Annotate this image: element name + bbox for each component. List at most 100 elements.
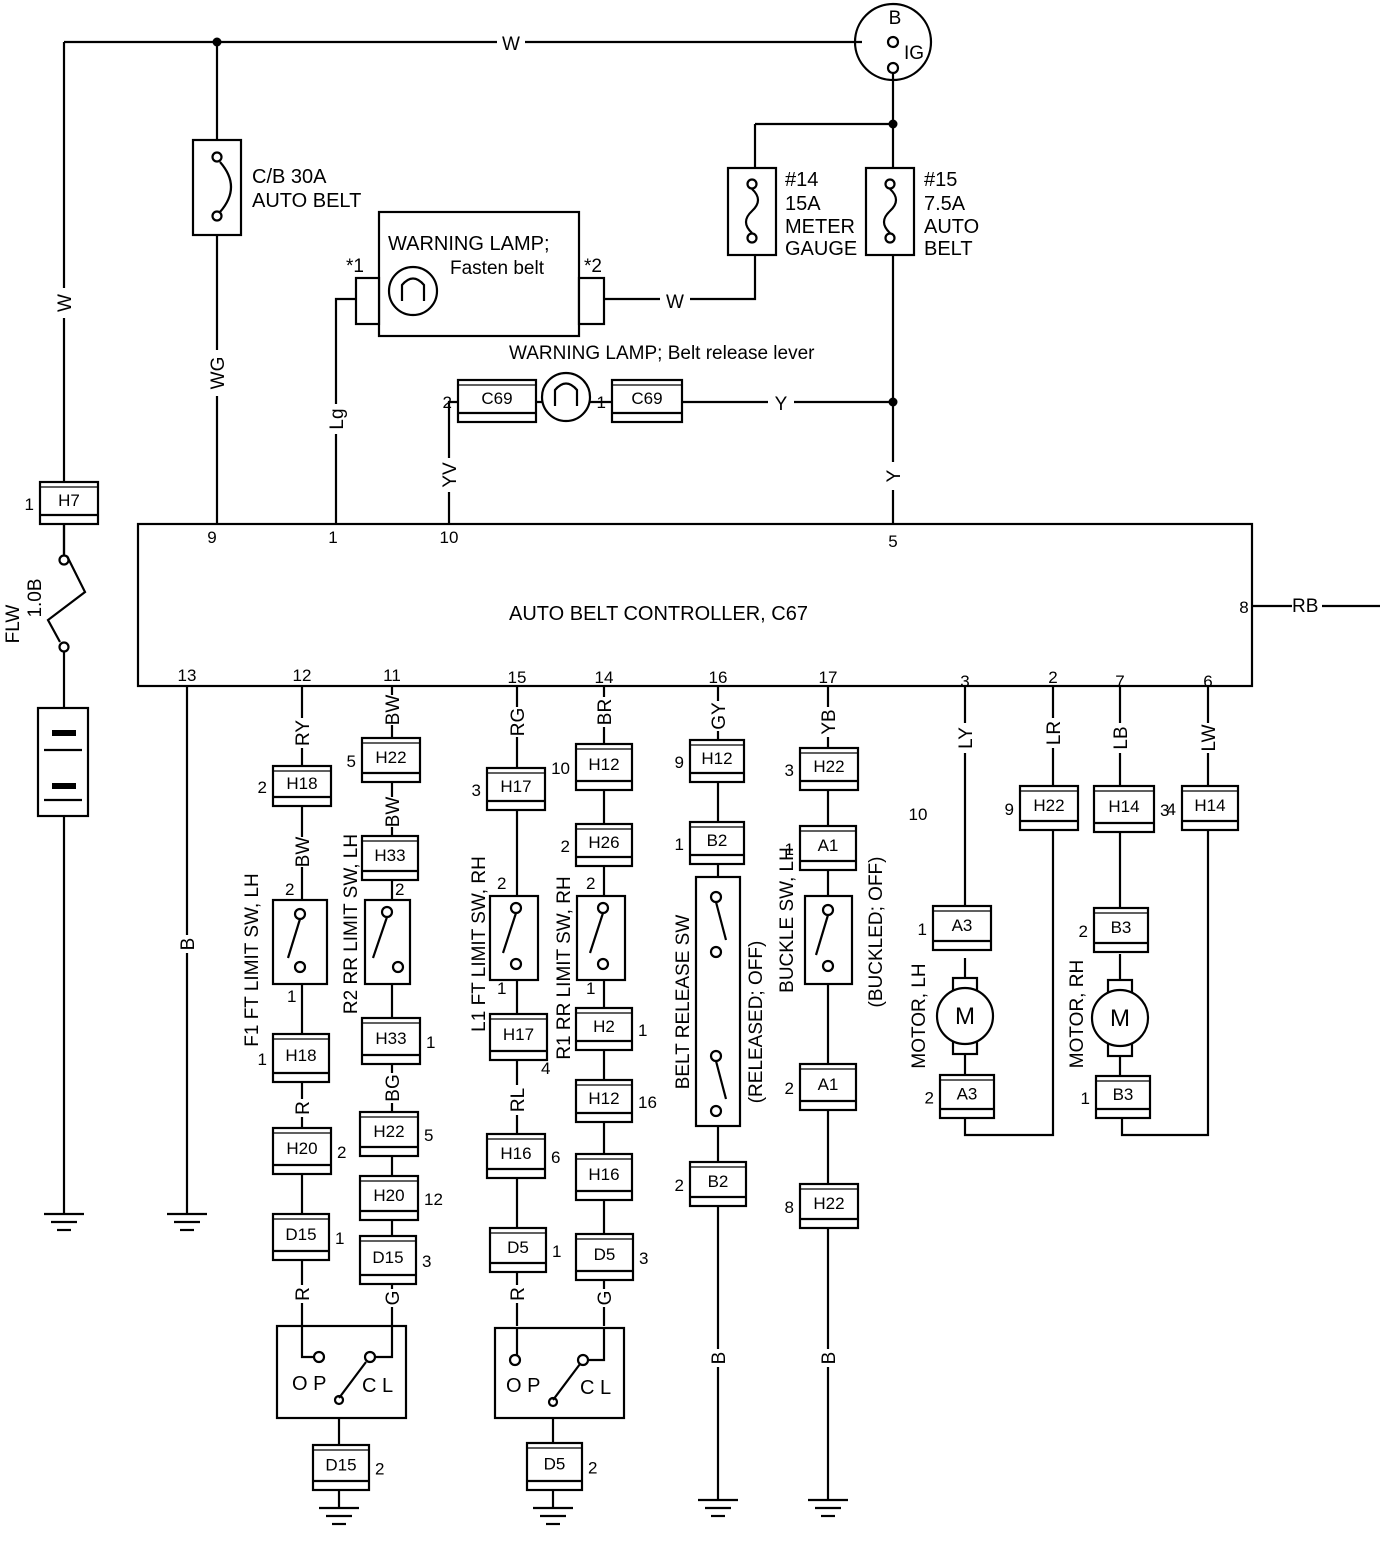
connector-id-label: H22 [813,757,844,776]
wire-label: W [502,34,520,55]
wire-label: YV [440,462,461,488]
pin-label: 2 [395,880,404,899]
connector-h26: H26 2 [561,822,634,868]
wire-label: R [293,1287,314,1301]
ignition-b-label: B [889,8,902,29]
wire-label: RB [1292,596,1318,617]
lamp-icon [540,371,592,423]
controller-label: AUTO BELT CONTROLLER, C67 [509,603,808,625]
fuse-label: METER [785,216,855,238]
wire-label: WG [208,357,229,390]
flw-label: 1.0B [25,578,46,617]
buckle-switch [803,894,854,986]
connector-pin-label: 3 [1160,801,1169,820]
connector-pin-label: 1 [258,1050,267,1069]
fuse-label: 15A [785,193,821,215]
pin-label: 15 [508,668,527,687]
connector-id-label: H26 [588,833,619,852]
pin-label: 10 [909,805,928,824]
connector-id-label: H22 [373,1122,404,1141]
pin-label: 1 [586,979,595,998]
wire-label: G [383,1291,404,1306]
connector-id-label: H22 [1033,796,1064,815]
motor-m-label: M [1110,1005,1130,1032]
wire-label: LB [1111,726,1132,749]
switch-label: BELT RELEASE SW [673,915,694,1090]
op-label: O P [506,1375,540,1397]
pin-label: 1 [497,979,506,998]
wire-label: Y [775,394,788,415]
wire-label: RG [508,708,529,737]
connector-id-label: D5 [594,1245,616,1264]
ground-icon [808,1498,848,1518]
connector-pin-label: 4 [541,1059,550,1078]
wire-label: GY [709,702,730,730]
connector-id-label: B2 [708,1172,729,1191]
connector-c69: C69 2 [443,378,538,424]
motor-icon [935,986,995,1046]
connector-pin-label: 1 [785,840,794,859]
connector-pin-label: 1 [552,1242,561,1261]
switch-state-label: (BUCKLED; OFF) [866,857,887,1008]
limit-switch-l1 [488,894,540,982]
op-cl-switch-left: O P C L [275,1324,408,1420]
wire-labels-top: W W WG Lg YV W Y Y [52,30,905,492]
connector-h33: H33 [360,834,420,882]
belt-release-switch [694,875,742,1128]
pin-label: 2 [497,874,506,893]
connector-pin-label: 8 [785,1198,794,1217]
connector-b2: B21 [675,820,746,866]
wire-label: BR [595,699,616,725]
fuse-15: #15 7.5A AUTO BELT [864,166,979,260]
ignition-ig-label: IG [904,43,924,64]
pin-label: 1 [328,528,337,547]
motor-rh: M [1090,830,1150,1076]
connector-id-label: C69 [481,389,512,408]
connector-h22: H22 5 [358,1110,433,1158]
connector-pin-label: 2 [258,778,267,797]
fuse-label: 7.5A [924,193,966,215]
wire-label: YB [819,709,840,734]
switch-label: L1 FT LIMIT SW, RH [469,856,490,1032]
wire-label: W [55,294,76,312]
flw-label: FLW [3,605,24,644]
wire-label: B [819,1352,840,1365]
connector-id-label: B3 [1113,1085,1134,1104]
warning-lamp-fasten-belt: WARNING LAMP; Fasten belt *1 *2 [346,210,606,338]
connector-pin-label: 5 [424,1126,433,1145]
connector-h16: H16 [574,1152,634,1202]
connector-id-label: H20 [373,1186,404,1205]
wire-label: R [293,1101,314,1115]
connector-id-label: H18 [285,1046,316,1065]
grounds [44,1212,848,1526]
connector-pin-label: 2 [443,393,452,412]
auto-belt-controller: AUTO BELT CONTROLLER, C67 9 1 10 5 8 RB … [136,522,1380,691]
connector-id-label: H12 [701,749,732,768]
connector-id-label: H2 [593,1017,615,1036]
connector-id-label: H22 [375,748,406,767]
wire-label: BW [383,797,404,828]
connector-pin-label: 12 [424,1190,443,1209]
connector-b3: B32 [1079,906,1150,954]
pin-label: 8 [1239,598,1248,617]
pin-label: 5 [888,532,897,551]
wire-label: R [508,1287,529,1301]
connector-pin-label: 16 [638,1093,657,1112]
connector-pin-label: 2 [561,837,570,856]
pin-label: 7 [1115,672,1124,691]
wire-label: W [666,292,684,313]
connector-pin-label: 5 [347,752,356,771]
connector-pin-label: 3 [422,1252,431,1271]
motor-lh: M [935,958,995,1075]
